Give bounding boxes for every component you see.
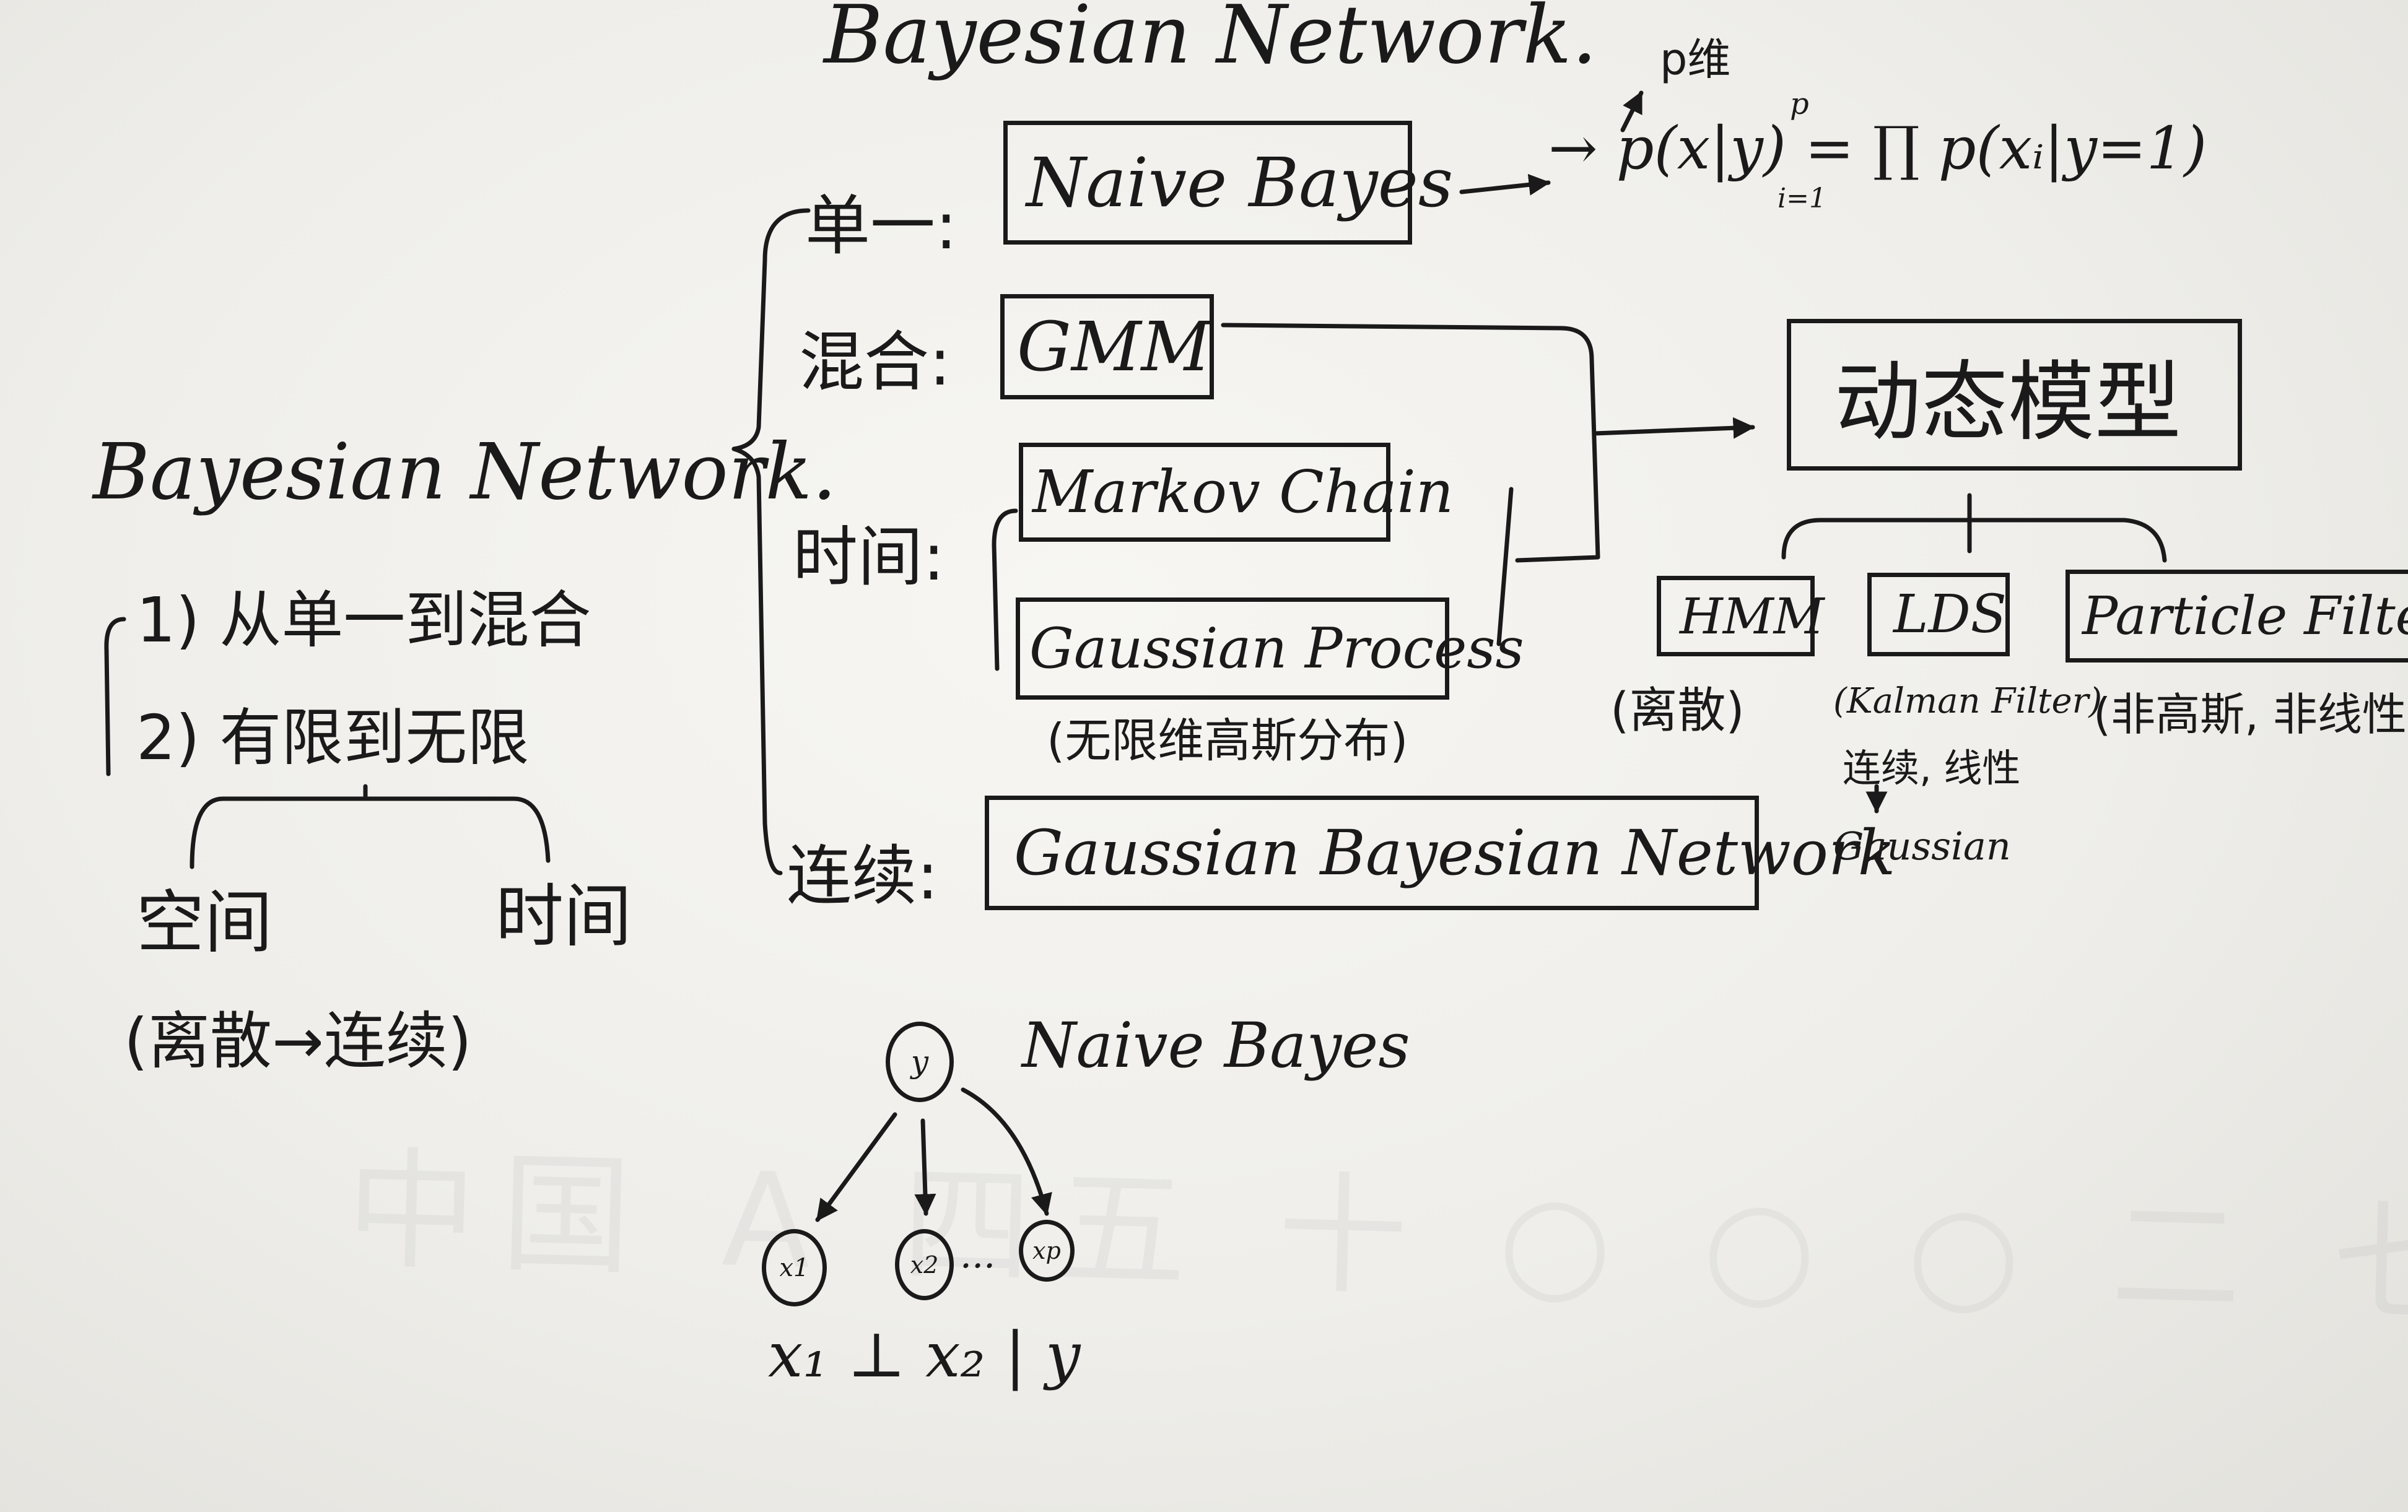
box-dynamic-model: 动态模型 — [1787, 319, 2242, 471]
node-x2: x2 — [895, 1229, 954, 1300]
box-dynamic-model-label: 动态模型 — [1834, 352, 2182, 453]
node-y: y — [886, 1022, 954, 1102]
dynamic-tree — [1781, 493, 2167, 563]
formula-limit-top: p — [1790, 87, 1809, 121]
lds-note: (Kalman Filter) — [1833, 681, 2103, 721]
box-markov-chain-label: Markov Chain — [1032, 458, 1454, 526]
node-y-label: y — [910, 1044, 929, 1080]
box-hmm-label: HMM — [1680, 587, 1825, 645]
node-xp-label: xp — [1032, 1237, 1061, 1264]
page-title: Bayesian Network. — [824, 0, 1597, 82]
dynamic-arrow — [1592, 417, 1755, 439]
box-gmm-label: GMM — [1017, 307, 1211, 386]
formula: → p(x|y) = ∏ p(xᵢ|y=1) — [1548, 115, 2207, 183]
left-branch-space: 空间 — [136, 883, 273, 962]
edge-y-x2 — [914, 1118, 936, 1216]
box-lds: LDS — [1867, 573, 2010, 656]
left-note: (离散→连续) — [124, 1005, 472, 1077]
box-particle-filter-label: Particle Filter — [2082, 585, 2408, 647]
box-naive-bayes: Naive Bayes — [1003, 121, 1453, 245]
box-gaussian-process: Gaussian Process — [1016, 597, 1524, 700]
time-connector — [1496, 487, 1514, 646]
formula-annotation-arrow — [1620, 90, 1644, 133]
box-gaussian-bn: Gaussian Bayesian Network — [985, 796, 1895, 910]
box-hmm: HMM — [1657, 576, 1825, 656]
left-title: Bayesian Network. — [93, 427, 837, 517]
node-x1-label: x1 — [779, 1253, 809, 1282]
box-markov-chain: Markov Chain — [1019, 443, 1454, 542]
nb-graph-label: Naive Bayes — [1022, 1009, 1410, 1082]
time-brace — [992, 508, 1018, 671]
formula-limit-bottom: i=1 — [1778, 183, 1826, 214]
category-continuous: 连续: — [787, 838, 939, 914]
left-item-1: 1) 从单一到混合 — [136, 584, 591, 656]
box-gmm: GMM — [1000, 294, 1214, 399]
box-gaussian-process-label: Gaussian Process — [1029, 616, 1524, 681]
lds-note-3: Gaussian — [1833, 823, 2011, 869]
box-gaussian-bn-label: Gaussian Bayesian Network — [1014, 817, 1896, 889]
category-time: 时间: — [793, 519, 945, 595]
edge-y-x1 — [815, 1112, 897, 1222]
left-tree — [190, 784, 551, 869]
formula-annotation: p维 — [1660, 34, 1731, 85]
left-brace — [104, 617, 126, 776]
node-xp: xp — [1019, 1220, 1075, 1282]
box-lds-label: LDS — [1893, 584, 2007, 645]
formula-arrow — [1459, 173, 1551, 196]
category-mixed: 混合: — [799, 324, 951, 400]
gp-note: (无限维高斯分布) — [1047, 713, 1408, 768]
left-branch-time: 时间 — [495, 877, 632, 956]
box-naive-bayes-label: Naive Bayes — [1026, 143, 1454, 222]
node-dots: ··· — [960, 1245, 996, 1288]
gmm-connector — [1221, 323, 1600, 563]
lds-note-2: 连续, 线性 — [1843, 745, 2021, 791]
category-single: 单一: — [805, 188, 958, 264]
nb-independence: x₁ ⊥ x₂ | y — [768, 1319, 1081, 1391]
pf-note: (非高斯, 非线性) — [2093, 689, 2408, 741]
hmm-note: (离散) — [1610, 683, 1745, 739]
box-particle-filter: Particle Filter — [2066, 570, 2408, 663]
left-item-2: 2) 有限到无限 — [136, 702, 530, 774]
category-brace — [731, 208, 811, 875]
node-x1: x1 — [762, 1229, 827, 1306]
node-x2-label: x2 — [910, 1251, 939, 1279]
edge-y-xp — [961, 1087, 1052, 1216]
